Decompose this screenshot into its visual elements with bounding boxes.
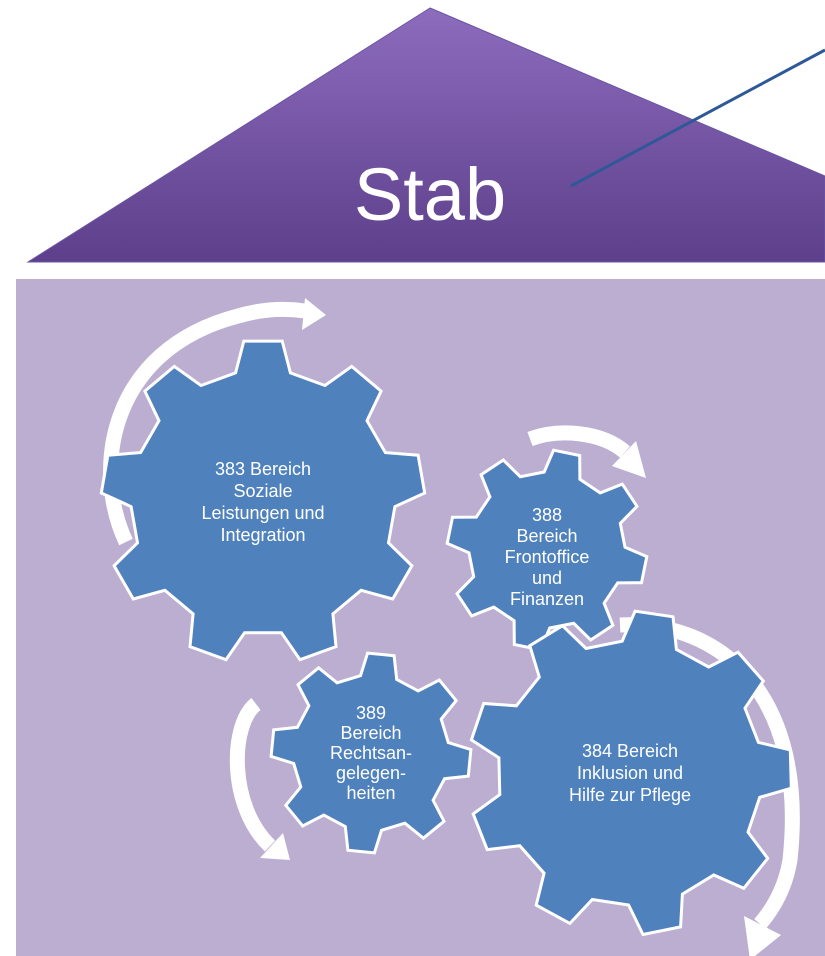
gear-label-line: Rechtsan- [330, 743, 412, 763]
gear-label-line: Inklusion und [577, 763, 683, 783]
roof-connector-line [570, 48, 825, 188]
gear-label-line: Bereich [516, 526, 577, 546]
gear-label-line: Leistungen und [201, 503, 324, 523]
gear-label-line: 383 Bereich [215, 459, 311, 479]
gear-label-line: Integration [220, 525, 305, 545]
gear-389 [269, 651, 473, 855]
gear-label-line: Soziale [233, 481, 292, 501]
arrow-388 [527, 425, 646, 478]
gear-label-line: gelegen- [336, 763, 406, 783]
gear-label-line: 389 [356, 703, 386, 723]
gear-label-line: Bereich [340, 723, 401, 743]
gear-383 [99, 339, 427, 662]
gear-label-line: und [532, 568, 562, 588]
gear-384 [469, 609, 793, 937]
gear-388 [445, 448, 649, 652]
gear-label-line: Hilfe zur Pflege [569, 785, 691, 805]
gear-label-line: heiten [346, 783, 395, 803]
gear-label-line: Frontoffice [505, 547, 590, 567]
arrow-389 [229, 698, 290, 860]
roof-label: Stab [354, 153, 506, 236]
gear-label-line: Finanzen [510, 589, 584, 609]
gear-label-line: 384 Bereich [582, 741, 678, 761]
gear-label-line: 388 [532, 505, 562, 525]
